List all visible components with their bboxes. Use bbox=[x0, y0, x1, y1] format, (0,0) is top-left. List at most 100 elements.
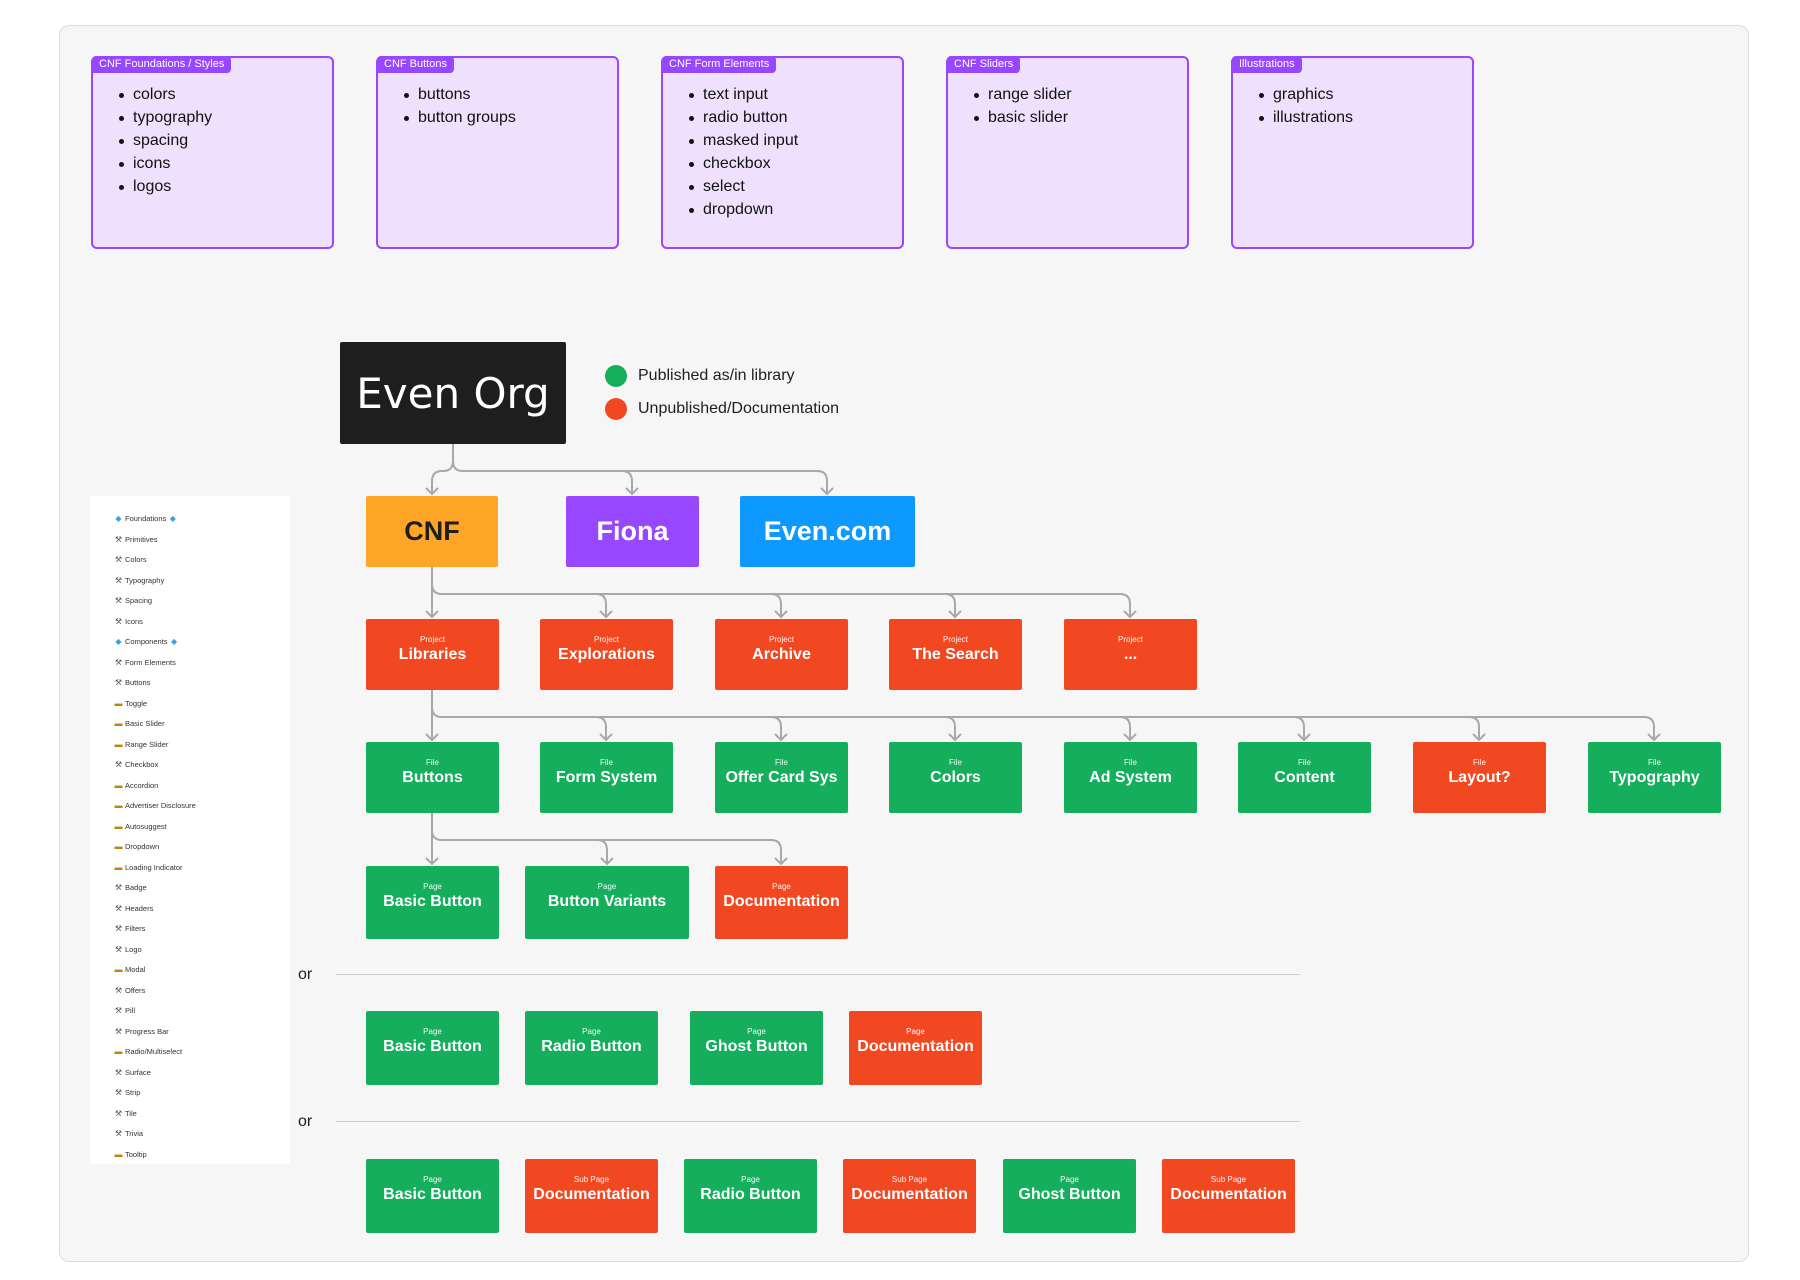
layer-row[interactable]: ⚒Headers bbox=[114, 904, 153, 913]
tool-icon: ⚒ bbox=[114, 944, 123, 954]
layer-row[interactable]: ▬Advertiser Disclosure bbox=[114, 801, 196, 810]
layer-row[interactable]: ▬Loading Indicator bbox=[114, 863, 183, 872]
page-node-label: Ghost Button bbox=[1018, 1186, 1121, 1203]
section-list-item: buttons bbox=[402, 83, 516, 106]
construction-icon: ▬ bbox=[114, 801, 123, 810]
layer-label: Primitives bbox=[125, 534, 158, 544]
layer-label: Components bbox=[125, 637, 168, 646]
section-list-item: graphics bbox=[1257, 83, 1353, 106]
layer-label: Buttons bbox=[125, 678, 151, 687]
team-even-com[interactable]: Even.com bbox=[740, 496, 915, 567]
layer-row[interactable]: ⚒Tile bbox=[114, 1109, 137, 1118]
layer-row[interactable]: ◆Foundations◆ bbox=[114, 514, 179, 523]
layer-row[interactable]: ⚒Offers bbox=[114, 986, 145, 995]
layer-row[interactable]: ⚒Pill bbox=[114, 1006, 135, 1015]
layer-row[interactable]: ▬Dropdown bbox=[114, 842, 160, 851]
page-node-kind: Page bbox=[1060, 1175, 1079, 1184]
file-node-label: Typography bbox=[1609, 769, 1700, 786]
team-cnf[interactable]: CNF bbox=[366, 496, 498, 567]
project-node-kind: Project bbox=[420, 635, 445, 644]
tool-icon: ⚒ bbox=[114, 1088, 123, 1097]
layer-row[interactable]: ⚒Typography bbox=[114, 576, 164, 585]
layer-row[interactable]: ⚒Buttons bbox=[114, 678, 151, 687]
layer-row[interactable]: ▬Tooltip bbox=[114, 1150, 147, 1159]
layer-row[interactable]: ⚒Strip bbox=[114, 1088, 141, 1097]
layer-row[interactable]: ⚒Colors bbox=[114, 555, 147, 564]
team-fiona[interactable]: Fiona bbox=[566, 496, 699, 567]
project-node-kind: Project bbox=[594, 635, 619, 644]
page-node-label: Basic Button bbox=[383, 893, 482, 910]
layer-row[interactable]: ⚒Icons bbox=[114, 617, 143, 626]
section-list-item: radio button bbox=[687, 106, 798, 129]
layer-row[interactable]: ⚒Trivia bbox=[114, 1129, 143, 1138]
layer-row[interactable]: ⚒Primitives bbox=[114, 535, 158, 544]
layer-row[interactable]: ▬Accordion bbox=[114, 781, 159, 790]
construction-icon: ▬ bbox=[114, 821, 123, 831]
layer-row[interactable]: ⚒Spacing bbox=[114, 596, 152, 605]
layer-row[interactable]: ▬Toggle bbox=[114, 699, 148, 708]
layer-label: Headers bbox=[125, 903, 154, 913]
page-node-kind: Page bbox=[772, 882, 791, 891]
gem-icon: ◆ bbox=[169, 514, 176, 523]
layer-label: Autosuggest bbox=[125, 821, 167, 831]
construction-icon: ▬ bbox=[114, 739, 123, 749]
tool-icon: ⚒ bbox=[114, 678, 123, 687]
project-node[interactable]: Project... bbox=[1064, 619, 1197, 690]
layer-row[interactable]: ⚒Checkbox bbox=[114, 760, 158, 769]
layer-row[interactable]: ▬Range Slider bbox=[114, 739, 169, 749]
layer-row[interactable]: ⚒Logo bbox=[114, 945, 142, 954]
org-node[interactable]: Even Org bbox=[340, 342, 566, 444]
section-title: CNF Buttons bbox=[377, 56, 454, 73]
tool-icon: ⚒ bbox=[114, 534, 123, 544]
page-node-kind: Page bbox=[582, 1027, 601, 1036]
layer-row[interactable]: ▬Basic Slider bbox=[114, 719, 165, 728]
legend-unpublished-label: Unpublished/Documentation bbox=[638, 400, 840, 417]
layer-row[interactable]: ▬Radio/Multiselect bbox=[114, 1047, 183, 1056]
legend-published: Published as/in library bbox=[605, 365, 795, 387]
file-node-kind: File bbox=[949, 758, 962, 767]
layer-label: Modal bbox=[125, 965, 146, 974]
layer-row[interactable]: ⚒Badge bbox=[114, 883, 147, 892]
layer-row[interactable]: ⚒Form Elements bbox=[114, 658, 176, 667]
layer-row[interactable]: ⚒Surface bbox=[114, 1068, 151, 1077]
layer-row[interactable]: ⚒Filters bbox=[114, 924, 146, 933]
file-node-label: Ad System bbox=[1089, 769, 1172, 786]
layer-row[interactable]: ⚒Progress Bar bbox=[114, 1027, 169, 1036]
layer-row[interactable]: ▬Modal bbox=[114, 965, 146, 974]
layer-row[interactable]: ▬Autosuggest bbox=[114, 822, 167, 831]
layer-label: Colors bbox=[125, 555, 147, 564]
layer-row[interactable]: ◆Components◆ bbox=[114, 637, 181, 646]
